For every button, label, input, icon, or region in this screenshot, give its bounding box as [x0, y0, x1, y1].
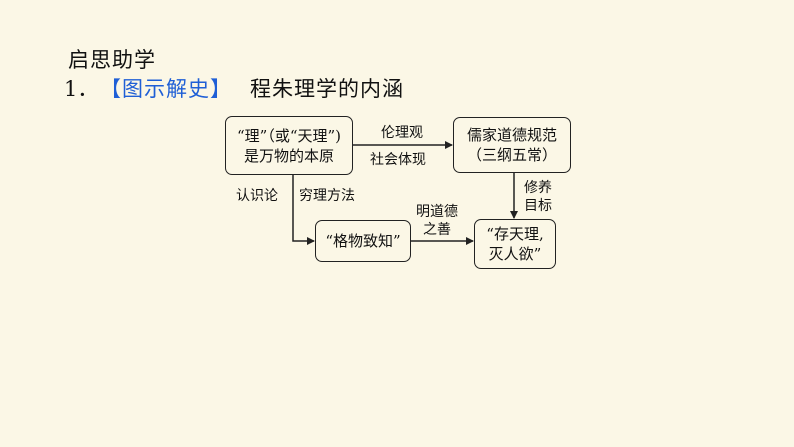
item-line: 1．【图示解史】程朱理学的内涵	[64, 73, 404, 103]
edge-label-cultivation-line1: 修养	[524, 180, 552, 196]
node-gewu-zhizhi: “格物致知”	[315, 220, 411, 262]
section-heading: 启思助学	[68, 48, 156, 72]
item-number: 1．	[64, 77, 99, 101]
edge-label-epistemology: 认识论	[236, 188, 278, 204]
edge-label-morality-line2: 之善	[423, 222, 451, 238]
node-confucian-norms: 儒家道德规范 （三纲五常）	[453, 117, 571, 173]
node-li-line1: “理”（或“天理”)	[236, 126, 342, 145]
arrow-li-to-gewu	[292, 175, 315, 245]
node-li-line2: 是万物的本原	[243, 146, 334, 165]
edge-label-morality-line1: 明道德	[416, 204, 458, 220]
node-cuntian-line1: “存天理,	[486, 225, 544, 243]
edge-label-method: 穷理方法	[299, 188, 355, 204]
node-confucian-line1: 儒家道德规范	[466, 126, 557, 144]
item-tag: 【图示解史】	[100, 77, 232, 101]
node-cuntian-line2: 灭人欲”	[488, 245, 542, 263]
node-confucian-line2: （三纲五常）	[466, 146, 557, 164]
node-gewu-text: “格物致知”	[325, 232, 401, 250]
edge-label-cultivation-line2: 目标	[524, 198, 552, 214]
item-title: 程朱理学的内涵	[250, 77, 404, 101]
node-cuntian-mieren: “存天理, 灭人欲”	[474, 219, 556, 269]
edge-label-ethics: 伦理观	[381, 125, 423, 141]
node-li-origin: “理”（或“天理”) 是万物的本原	[225, 116, 353, 175]
edge-label-social: 社会体现	[370, 152, 426, 168]
